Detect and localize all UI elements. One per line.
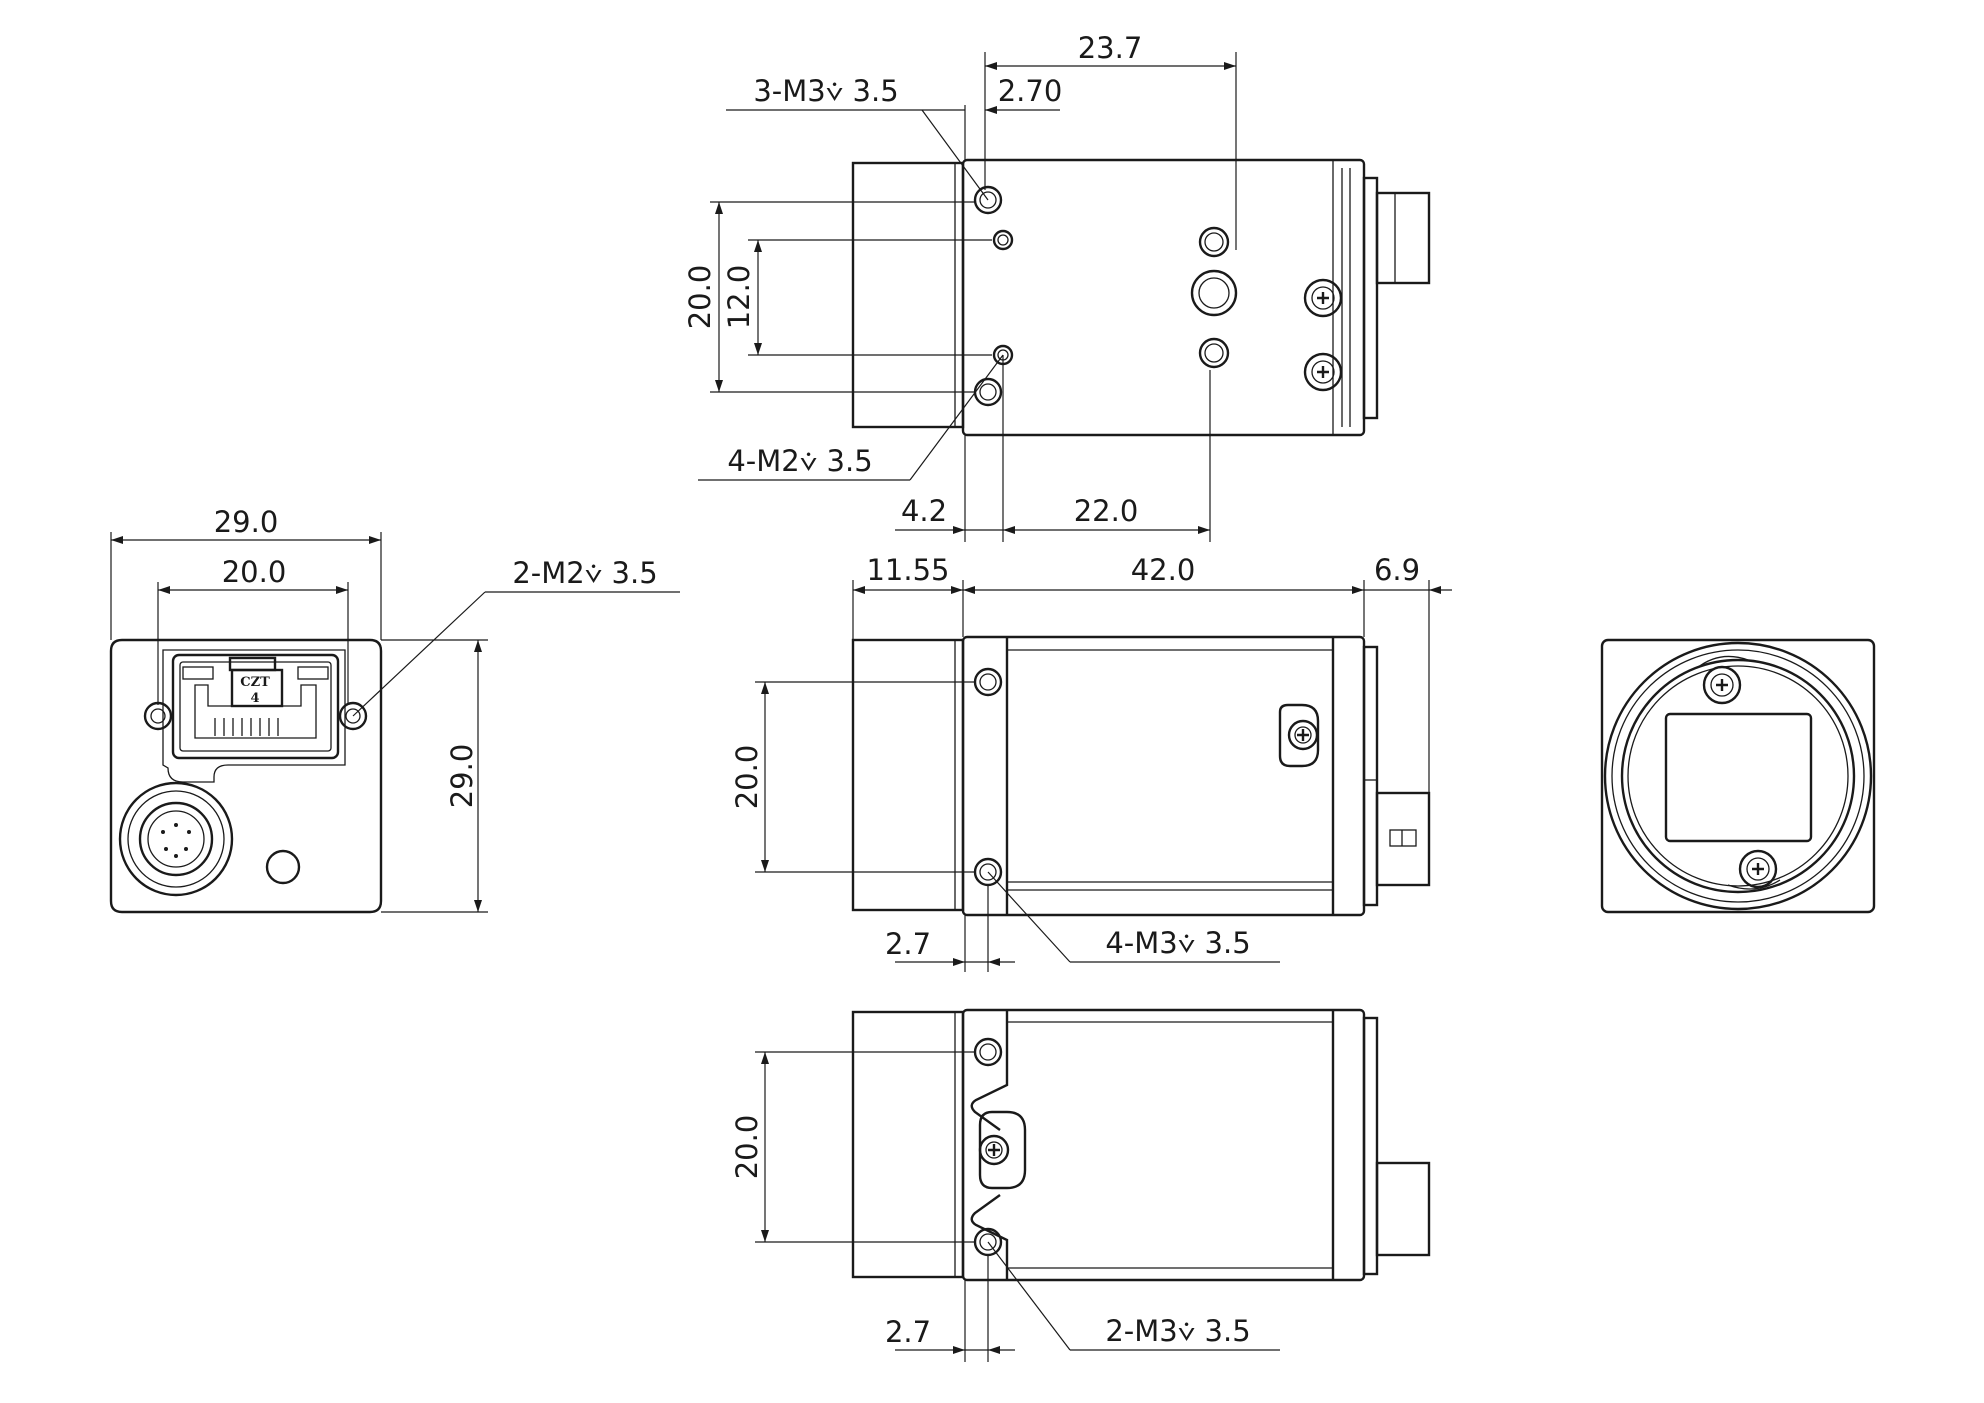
connector-label-4: 4 xyxy=(250,691,259,706)
front-view-outline xyxy=(1600,638,1876,914)
dim-20-0-side: 20.0 xyxy=(730,745,764,810)
side-view-rear-connector xyxy=(1362,645,1431,907)
top-view: 23.7 2.70 3-M3⩒ 3.5 20.0 12.0 4-M2⩒ 3.5 … xyxy=(683,31,1431,542)
dim-29-0-height: 29.0 xyxy=(445,744,479,809)
bottom-view-dimensions xyxy=(755,1051,1280,1362)
front-view-screws xyxy=(1696,655,1781,890)
dim-2-70: 2.70 xyxy=(998,74,1063,108)
dim-20-0-rear: 20.0 xyxy=(222,555,287,589)
bottom-view-screw-clip xyxy=(978,1110,1027,1190)
dim-42-0: 42.0 xyxy=(1131,553,1196,587)
side-view-body xyxy=(961,635,1366,917)
bottom-view-rear-connector xyxy=(1362,1016,1431,1276)
top-view-mount-holes xyxy=(973,185,1238,407)
top-view-dimensions xyxy=(698,52,1237,542)
side-view-lens-tube xyxy=(851,638,965,912)
dim-20-0-top: 20.0 xyxy=(683,265,717,330)
rear-view-dimensions xyxy=(110,532,680,913)
bottom-view: 20.0 2.7 2-M3⩒ 3.5 xyxy=(730,1008,1431,1362)
dim-11-55: 11.55 xyxy=(866,553,949,587)
callout-4-m2: 4-M2⩒ 3.5 xyxy=(727,444,872,478)
dim-23-7: 23.7 xyxy=(1078,31,1143,65)
status-led xyxy=(265,849,301,885)
callout-4-m3: 4-M3⩒ 3.5 xyxy=(1105,926,1250,960)
connector-label-czt: CZT xyxy=(240,675,270,690)
dim-4-2: 4.2 xyxy=(901,494,947,528)
rear-view-screw-ears xyxy=(143,701,368,731)
dim-12-0: 12.0 xyxy=(722,265,756,330)
top-view-lens-tube xyxy=(851,161,965,429)
top-view-screws xyxy=(1303,278,1343,392)
rear-view: CZT 4 xyxy=(109,505,680,914)
dim-6-9: 6.9 xyxy=(1374,553,1420,587)
rear-view-outline xyxy=(109,638,383,914)
dim-29-0-width: 29.0 xyxy=(214,505,279,539)
dim-20-0-bottom: 20.0 xyxy=(730,1115,764,1180)
rj45-port xyxy=(171,653,340,760)
side-view-screw-clip xyxy=(1278,703,1320,768)
side-view: 11.55 42.0 6.9 20.0 2.7 4-M3⩒ 3.5 xyxy=(730,553,1452,972)
callout-2-m2: 2-M2⩒ 3.5 xyxy=(512,556,657,590)
bottom-view-body xyxy=(961,1008,1366,1282)
dim-2-7-side: 2.7 xyxy=(885,927,931,961)
front-view-sensor-window xyxy=(1664,712,1813,843)
io-connector xyxy=(118,781,234,897)
callout-2-m3: 2-M3⩒ 3.5 xyxy=(1105,1314,1250,1348)
side-view-holes xyxy=(973,667,1003,887)
callout-3-m3: 3-M3⩒ 3.5 xyxy=(753,74,898,108)
top-view-rear-connector xyxy=(1362,176,1431,420)
dim-2-7-bottom: 2.7 xyxy=(885,1315,931,1349)
side-view-dimensions xyxy=(755,580,1452,972)
dim-22-0: 22.0 xyxy=(1074,494,1139,528)
front-view xyxy=(1600,638,1876,914)
